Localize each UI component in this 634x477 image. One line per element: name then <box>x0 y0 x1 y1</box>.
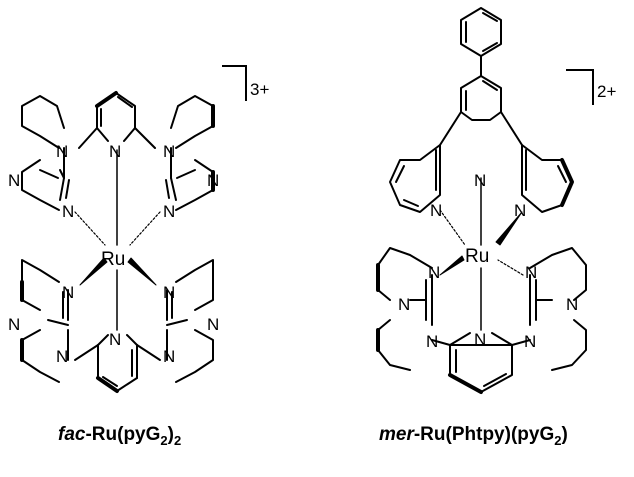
atom-n: N <box>474 171 486 190</box>
terpyridine-central-ring <box>460 75 502 121</box>
terpyridine-right-ring <box>500 111 574 213</box>
atom-n: N <box>163 347 175 366</box>
top-right-guanidine <box>134 95 215 211</box>
atom-n: N <box>163 142 175 161</box>
metal-ru: Ru <box>465 246 489 267</box>
charge-label: 3+ <box>250 80 269 99</box>
fac-complex-structure <box>20 91 215 393</box>
mer-right-guanidine <box>511 247 587 371</box>
atom-n: N <box>56 142 68 161</box>
atom-n: N <box>207 315 219 334</box>
bottom-left-guanidine <box>20 259 99 383</box>
atom-n: N <box>62 283 74 302</box>
phenyl-ring <box>460 7 502 77</box>
atom-n: N <box>207 171 219 190</box>
fac-charge-bracket: 3+ <box>222 65 269 101</box>
top-pyridine-ring <box>95 91 136 142</box>
atom-n: N <box>109 330 121 349</box>
atom-n: N <box>56 347 68 366</box>
top-left-guanidine <box>21 95 98 211</box>
atom-n: N <box>426 332 438 351</box>
atom-n: N <box>514 201 526 220</box>
atom-n: N <box>524 332 536 351</box>
mer-charge-bracket: 2+ <box>566 69 616 105</box>
atom-n: N <box>62 202 74 221</box>
atom-n: N <box>8 171 20 190</box>
atom-n: N <box>566 295 578 314</box>
mer-complex-structure <box>376 7 587 394</box>
atom-n: N <box>430 201 442 220</box>
atom-n: N <box>398 295 410 314</box>
fac-atom-labels: N N N N N N N Ru N N N N N N N <box>8 142 219 366</box>
left-coordination-bonds <box>74 149 161 331</box>
mer-atom-labels: N N N Ru N N N N N N N <box>398 171 578 351</box>
bottom-right-guanidine <box>136 259 214 383</box>
atom-n: N <box>428 263 440 282</box>
metal-ru: Ru <box>101 249 125 270</box>
atom-n: N <box>163 283 175 302</box>
atom-n: N <box>109 142 121 161</box>
terpyridine-left-ring <box>389 111 462 213</box>
mer-bottom-pyridine <box>448 332 513 394</box>
mer-left-guanidine <box>376 247 451 371</box>
charge-label: 2+ <box>597 82 616 101</box>
atom-n: N <box>8 315 20 334</box>
atom-n: N <box>525 263 537 282</box>
mer-coordination-bonds <box>439 177 524 331</box>
bottom-pyridine-ring <box>96 334 138 393</box>
atom-n: N <box>163 202 175 221</box>
fac-caption: fac-Ru(pyG2)2 <box>58 424 181 448</box>
atom-n: N <box>474 330 486 349</box>
mer-caption: mer-Ru(Phtpy)(pyG2) <box>379 424 568 448</box>
